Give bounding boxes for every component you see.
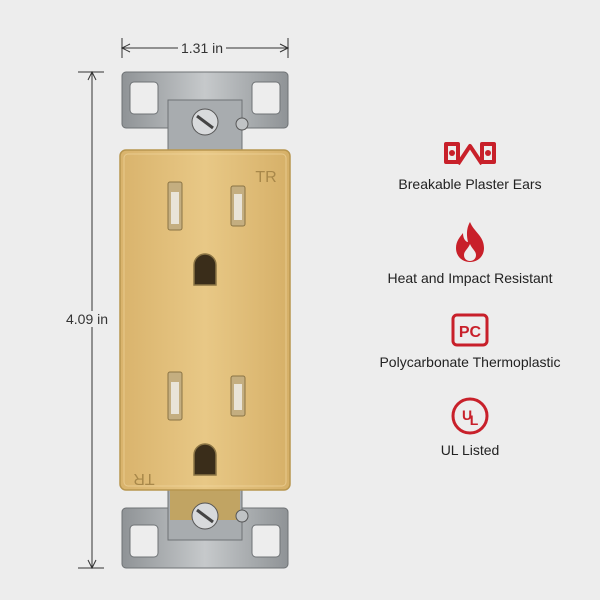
bottom-mounting-strap <box>121 479 289 569</box>
feature-heat-resistant: Heat and Impact Resistant <box>355 220 585 286</box>
flame-icon <box>456 222 484 262</box>
width-dimension-label: 1.31 in <box>178 40 227 56</box>
tr-mark-bottom: TR <box>133 470 154 487</box>
lower-receptacle <box>167 371 246 476</box>
svg-text:L: L <box>470 412 479 428</box>
outlet-face <box>119 149 291 491</box>
feature-polycarbonate: PC Polycarbonate Thermoplastic <box>355 312 585 370</box>
ul-icon: U L <box>451 397 489 435</box>
height-dimension-label: 4.09 in <box>63 311 112 327</box>
svg-text:PC: PC <box>459 324 482 341</box>
feature-label: Breakable Plaster Ears <box>398 176 542 192</box>
feature-label: UL Listed <box>440 442 500 458</box>
svg-text:U: U <box>462 407 472 423</box>
top-mounting-strap <box>121 71 289 159</box>
feature-ul-listed: U L UL Listed <box>355 396 585 458</box>
pc-icon: PC <box>451 313 489 347</box>
feature-label: Polycarbonate Thermoplastic <box>379 354 561 370</box>
plaster-ears-icon <box>444 142 496 166</box>
feature-plaster-ears: Breakable Plaster Ears <box>355 138 585 192</box>
upper-receptacle <box>167 181 246 286</box>
tr-mark-top: TR <box>255 169 276 186</box>
feature-label: Heat and Impact Resistant <box>387 270 553 286</box>
